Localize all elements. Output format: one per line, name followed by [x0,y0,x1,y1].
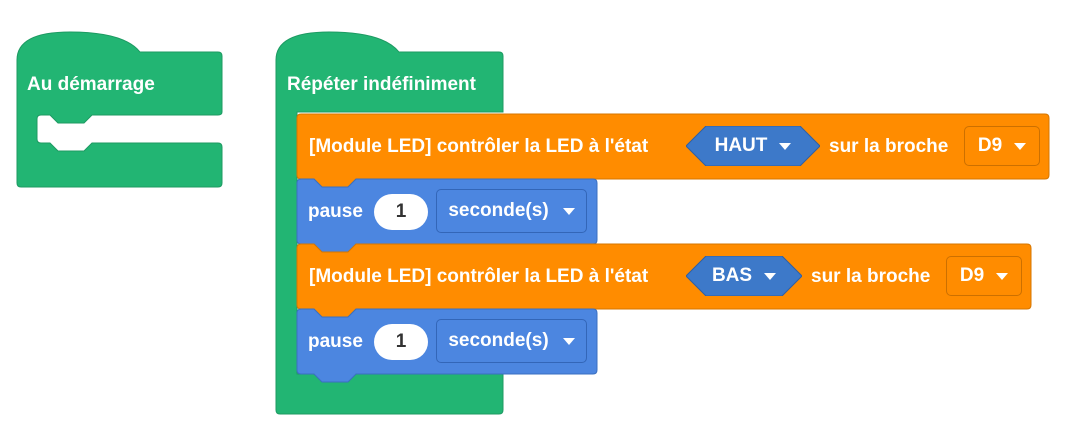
pin-value: D9 [977,135,1003,156]
pin-label: sur la broche [829,136,949,157]
pause-block-1-label: pause [308,201,363,222]
state-dropdown-2-shape [686,256,802,296]
caret-down-icon [562,337,575,345]
state-dropdown-1-shape [686,126,820,166]
unit-value: seconde(s) [448,330,549,351]
pin-label: sur la broche [811,266,931,287]
caret-down-icon [764,272,777,280]
start-block-label: Au démarrage [27,74,155,95]
caret-down-icon [562,207,575,215]
pause-duration-input-2[interactable]: 1 [374,324,428,360]
pin-value: D9 [959,265,985,286]
led-block-1-label: [Module LED] contrôler la LED à l'état [309,136,649,157]
loop-block-label: Répéter indéfiniment [287,74,476,95]
state-dropdown-1[interactable]: HAUT [686,126,820,166]
pin-dropdown-2[interactable]: D9 [946,256,1022,296]
start-block-shape[interactable] [16,31,223,188]
state-value: HAUT [714,135,768,156]
unit-dropdown-2[interactable]: seconde(s) [436,319,587,363]
pause-duration-input-1[interactable]: 1 [374,194,428,230]
pause-block-2-label: pause [308,331,363,352]
state-dropdown-2[interactable]: BAS [686,256,802,296]
unit-dropdown-1[interactable]: seconde(s) [436,189,587,233]
unit-value: seconde(s) [448,200,549,221]
state-value: BAS [711,265,753,286]
led-block-2-label: [Module LED] contrôler la LED à l'état [309,266,649,287]
caret-down-icon [1014,142,1027,150]
caret-down-icon [779,142,792,150]
loop-block-shape[interactable] [275,31,504,415]
caret-down-icon [996,272,1009,280]
pin-dropdown-1[interactable]: D9 [964,126,1040,166]
